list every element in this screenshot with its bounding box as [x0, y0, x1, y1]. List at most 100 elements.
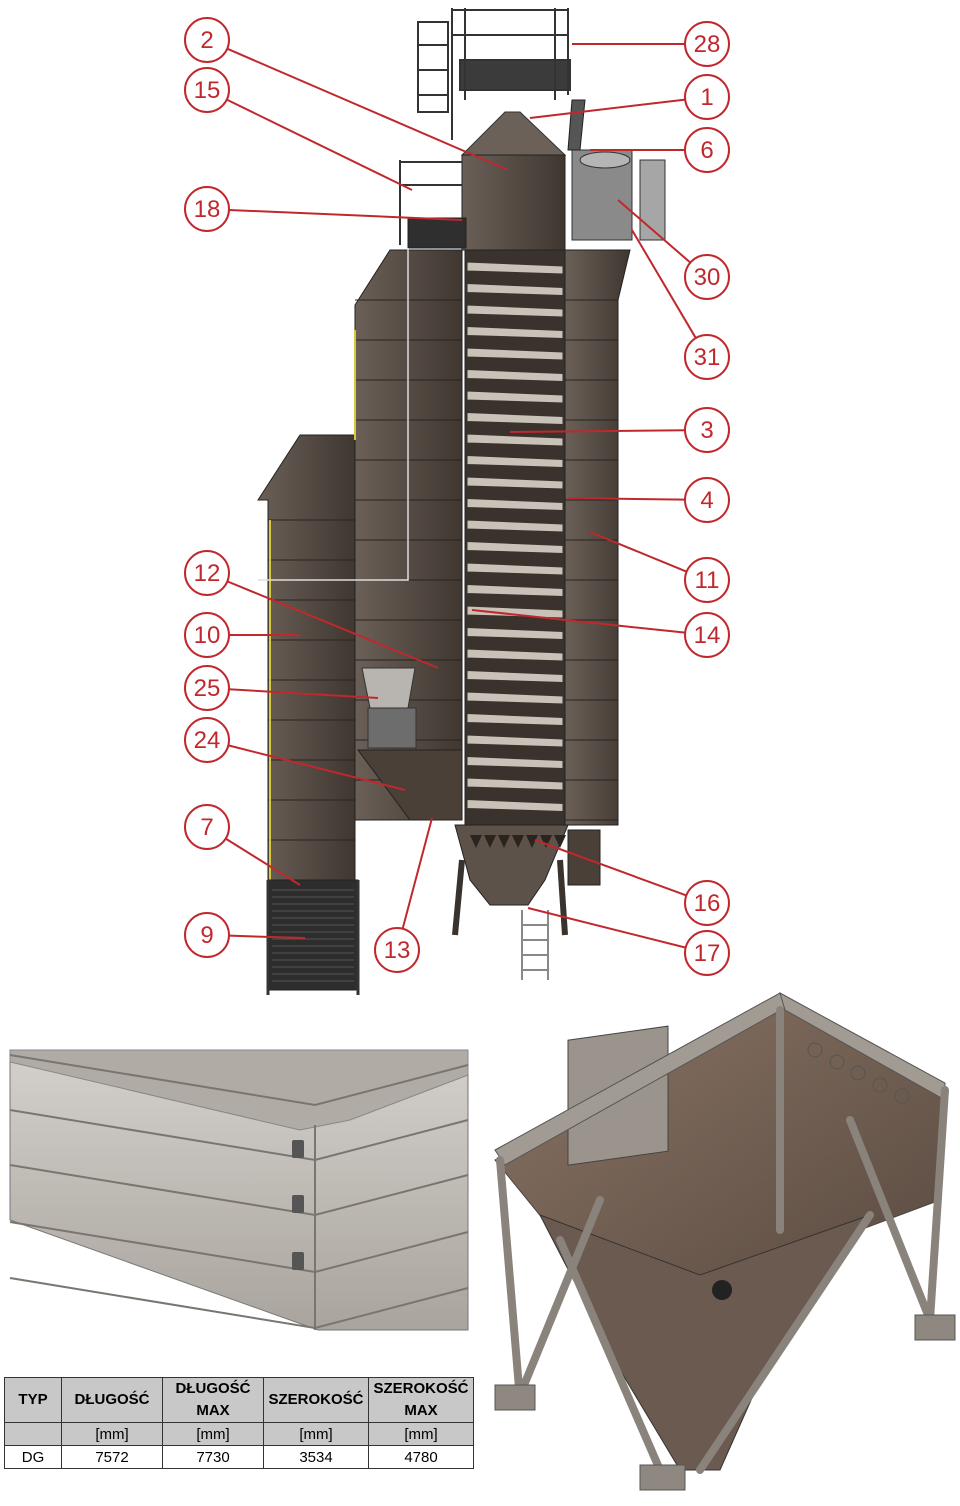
callout-circle: [184, 717, 230, 763]
callout-30: 30: [684, 254, 730, 300]
callout-number: 12: [194, 560, 221, 587]
callout-circle: [684, 557, 730, 603]
header-typ: TYP: [4, 1377, 62, 1423]
callout-number: 13: [384, 937, 411, 964]
callout-1: 1: [684, 74, 730, 120]
header-szerokosc-max: SZEROKOŚĆ MAX: [368, 1377, 474, 1423]
spec-table: TYP DŁUGOŚĆ DŁUGOŚĆ MAX SZEROKOŚĆ SZEROK…: [4, 1377, 474, 1469]
callout-circle: [684, 930, 730, 976]
funnel-24: [357, 749, 463, 821]
unit-cell: [mm]: [368, 1422, 474, 1446]
callout-number: 18: [194, 196, 221, 223]
louvre-slat: [466, 368, 564, 383]
callout-number: 16: [694, 890, 721, 917]
callout-number: 15: [194, 77, 221, 104]
callout-circle: [184, 665, 230, 711]
louvre-slat: [466, 605, 564, 619]
louvre-slat: [466, 476, 564, 490]
callout-circle: [684, 127, 730, 173]
callout-circle: [684, 407, 730, 453]
callout-number: 28: [694, 31, 721, 58]
leader-line: [589, 531, 688, 573]
callout-circle: [684, 612, 730, 658]
callout-2: 2: [184, 17, 230, 63]
louvre-slat: [466, 519, 564, 533]
leader-line: [228, 688, 379, 699]
callout-circle: [374, 927, 420, 973]
leader-line: [567, 497, 686, 501]
header-szerokosc: SZEROKOŚĆ: [263, 1377, 369, 1423]
leader-line: [226, 98, 413, 191]
callout-circle: [184, 804, 230, 850]
callout-circle: [184, 550, 230, 596]
louvre-slat: [466, 777, 564, 791]
callout-number: 11: [695, 567, 720, 594]
table-units-row: [mm] [mm] [mm] [mm]: [4, 1422, 474, 1446]
callout-circle: [684, 477, 730, 523]
burner-unit: [567, 99, 666, 241]
leader-line: [529, 98, 686, 119]
leader-line: [226, 47, 509, 171]
callout-circle: [684, 21, 730, 67]
leader-line: [225, 837, 301, 886]
callout-circle: [184, 186, 230, 232]
leader-line: [228, 208, 463, 221]
callout-4: 4: [684, 477, 730, 523]
callout-25: 25: [184, 665, 230, 711]
unit-cell: [mm]: [263, 1422, 369, 1446]
feed-hopper: [361, 667, 417, 749]
callout-14: 14: [684, 612, 730, 658]
louvres: [466, 261, 564, 813]
callout-circle: [184, 912, 230, 958]
callout-13: 13: [374, 927, 420, 973]
unit-cell: [4, 1422, 62, 1446]
louvre-slat: [466, 648, 564, 662]
cell-dlugosc-max: 7730: [162, 1445, 264, 1469]
callout-circle: [184, 17, 230, 63]
louvre-slat: [466, 433, 564, 447]
callout-28: 28: [684, 21, 730, 67]
callout-number: 4: [700, 487, 713, 514]
top-platform: [417, 8, 571, 140]
louvre-slat: [466, 261, 564, 275]
leader-line: [228, 934, 306, 939]
leader-line: [228, 744, 406, 791]
callout-circle: [684, 334, 730, 380]
leader-line: [617, 199, 692, 264]
louvre-slat: [466, 562, 564, 576]
bottom-cone: [452, 824, 601, 936]
roof: [460, 111, 567, 156]
louvre-slat: [466, 411, 564, 426]
callout-number: 2: [200, 27, 213, 54]
callout-number: 7: [200, 814, 213, 841]
louvre-slat: [466, 390, 564, 404]
louvre-slat: [466, 734, 564, 748]
callout-31: 31: [684, 334, 730, 380]
louvre-slat: [466, 454, 564, 469]
side-platform: [407, 217, 467, 249]
callout-circle: [684, 880, 730, 926]
base-cage: [266, 879, 360, 995]
louvre-slat: [466, 347, 564, 361]
callout-10: 10: [184, 612, 230, 658]
callout-15: 15: [184, 67, 230, 113]
bottom-ladder: [521, 910, 549, 980]
louvre-slat: [466, 626, 564, 641]
table-row: DG 7572 7730 3534 4780: [4, 1445, 474, 1469]
callout-number: 31: [694, 344, 721, 371]
body-left-lower: [257, 434, 356, 881]
leader-line: [631, 229, 697, 339]
panel-closeup: [9, 1049, 469, 1331]
callout-number: 6: [700, 137, 713, 164]
louvre-slat: [466, 755, 564, 770]
top-head: [461, 154, 566, 251]
column-central: [464, 249, 566, 826]
callout-circle: [684, 74, 730, 120]
cell-typ: DG: [4, 1445, 62, 1469]
leader-line: [226, 580, 439, 669]
callout-9: 9: [184, 912, 230, 958]
leader-line: [401, 817, 433, 929]
callout-number: 25: [194, 675, 221, 702]
callout-11: 11: [684, 557, 730, 603]
